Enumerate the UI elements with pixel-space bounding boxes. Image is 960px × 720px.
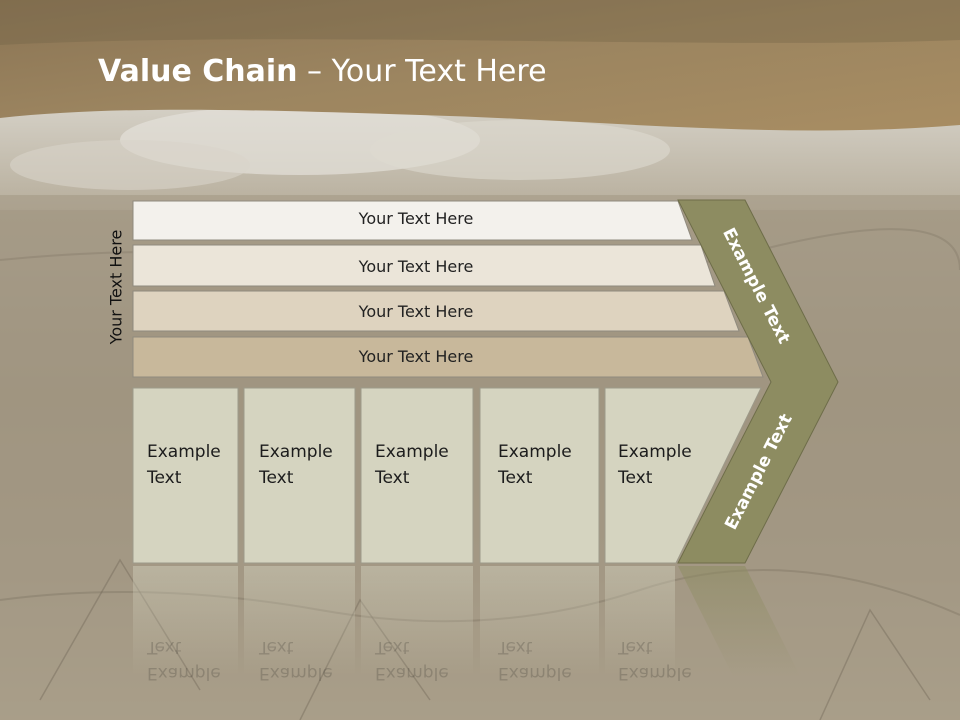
- value-bar-3-label: Your Text Here: [358, 302, 474, 321]
- value-bar-3-shape: [132, 290, 740, 332]
- value-bar-1-shape: [132, 200, 693, 241]
- title-bold: Value Chain: [98, 54, 298, 89]
- value-bar-2-shape: [132, 244, 716, 287]
- value-bar-4-label: Your Text Here: [358, 347, 474, 366]
- cell-4-line2: Text: [498, 468, 533, 488]
- page-title: Value Chain – Your Text Here: [98, 54, 547, 89]
- side-label: Your Text Here: [106, 229, 126, 345]
- cell-2-shape: [243, 387, 356, 564]
- value-bar-1-label: Your Text Here: [358, 209, 474, 228]
- cell-4-line1: Example: [498, 442, 572, 462]
- cell-3-shape: [360, 387, 474, 564]
- cell-4-shape: [479, 387, 600, 564]
- cell-5-line1: Example: [618, 442, 692, 462]
- cell-2-line1: Example: [259, 442, 333, 462]
- cell-1-line2: Text: [147, 468, 182, 488]
- cell-1-shape: [132, 387, 239, 564]
- title-rest: – Your Text Here: [297, 54, 547, 89]
- cell-5-line2: Text: [618, 468, 653, 488]
- cell-3-line2: Text: [375, 468, 410, 488]
- value-bar-2-label: Your Text Here: [358, 257, 474, 276]
- cell-2-line2: Text: [259, 468, 294, 488]
- cell-3-line1: Example: [375, 442, 449, 462]
- chevron-arrow: [677, 199, 839, 564]
- cell-5-shape: [604, 387, 762, 564]
- value-bar-4-shape: [132, 336, 764, 378]
- cell-1-line1: Example: [147, 442, 221, 462]
